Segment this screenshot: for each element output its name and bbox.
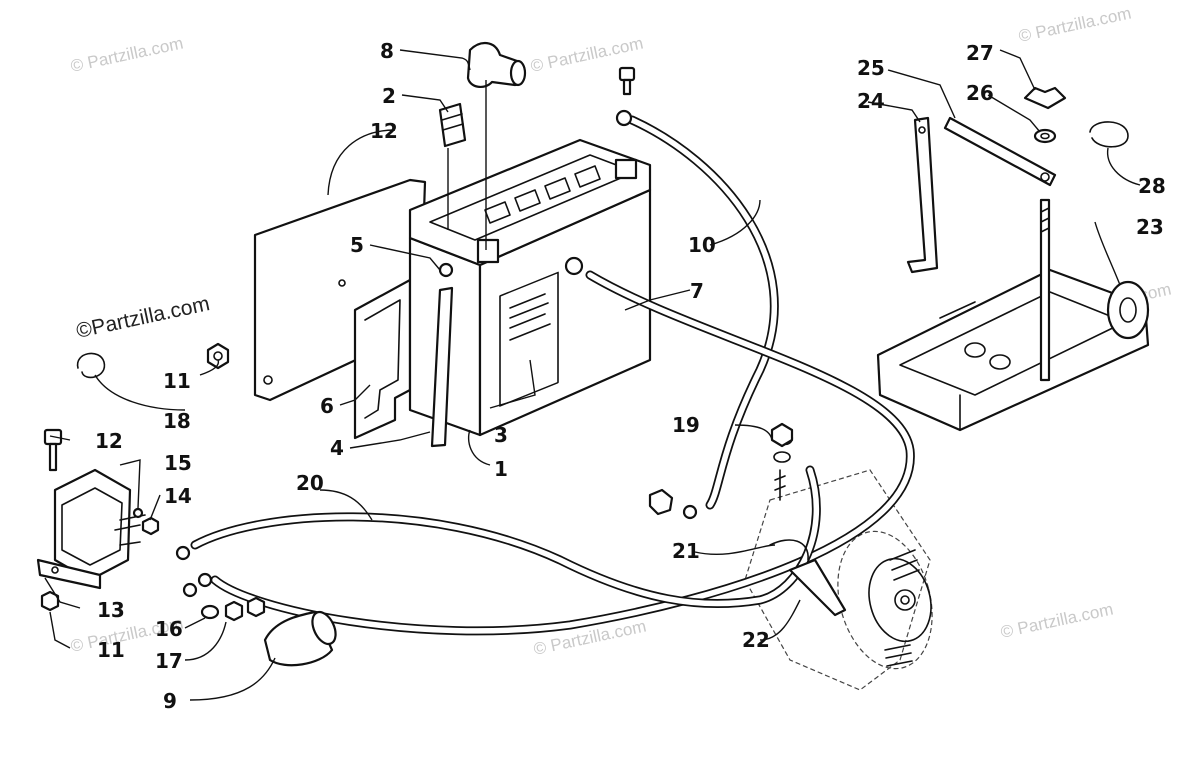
callout-9: 9 bbox=[163, 689, 177, 713]
callout-15: 14 bbox=[164, 484, 192, 508]
watermark-3: © Partzilla.com bbox=[1017, 4, 1133, 46]
nut-washer-20-drawing bbox=[648, 422, 794, 516]
cable-10-bolt-drawing bbox=[618, 66, 636, 96]
callout-18: 17 bbox=[155, 649, 183, 673]
callout-21: 20 bbox=[296, 471, 324, 495]
callout-2: 2 bbox=[382, 84, 396, 108]
callout-11-top: 11 bbox=[163, 369, 191, 393]
callout-13: 12 bbox=[95, 429, 123, 453]
callout-29: 28 bbox=[1138, 174, 1166, 198]
callout-6: 6 bbox=[320, 394, 334, 418]
callout-7: 7 bbox=[690, 279, 704, 303]
callout-24: 23 bbox=[1136, 215, 1164, 239]
callout-numbers: 8 2 12 5 6 4 3 1 7 10 11 18 20 19 21 22 … bbox=[95, 39, 1166, 713]
callout-28: 27 bbox=[966, 41, 994, 65]
callout-3: 3 bbox=[494, 423, 508, 447]
callout-22: 21 bbox=[672, 539, 700, 563]
solenoid-assembly-drawing bbox=[36, 428, 266, 622]
nut-11-and-clip-19-drawing bbox=[77, 342, 230, 379]
callout-20: 19 bbox=[672, 413, 700, 437]
callout-23: 22 bbox=[742, 628, 770, 652]
callout-14: 13 bbox=[97, 598, 125, 622]
battery-tray-drawing bbox=[876, 198, 1150, 432]
terminal-cap-9-drawing bbox=[263, 610, 337, 667]
callout-11-bottom: 11 bbox=[97, 638, 125, 662]
battery-drawing bbox=[408, 138, 652, 437]
leader-lines bbox=[44, 49, 1141, 701]
callout-27: 26 bbox=[966, 81, 994, 105]
callout-19: 18 bbox=[163, 409, 191, 433]
callout-16: 15 bbox=[164, 451, 192, 475]
callout-5: 5 bbox=[350, 233, 364, 257]
insulator-drawing bbox=[353, 278, 412, 440]
hold-down-hardware-drawing bbox=[906, 86, 1129, 274]
callout-10: 10 bbox=[688, 233, 716, 257]
callout-25: 24 bbox=[857, 89, 885, 113]
cables-drawing bbox=[175, 109, 915, 636]
watermark-inline: ©Partzilla.com bbox=[74, 292, 211, 343]
watermark-8: © Partzilla.com bbox=[999, 600, 1115, 642]
terminal-cap-drawing bbox=[466, 42, 527, 88]
callout-26: 25 bbox=[857, 56, 885, 80]
callout-8: 8 bbox=[380, 39, 394, 63]
callout-12: 12 bbox=[370, 119, 398, 143]
boot-and-tie-drawing bbox=[769, 539, 847, 617]
callout-1: 1 bbox=[494, 457, 508, 481]
vent-plug-drawing bbox=[438, 102, 467, 148]
callout-4: 4 bbox=[330, 436, 344, 460]
callout-17: 16 bbox=[155, 617, 183, 641]
starter-motor-drawing bbox=[744, 469, 933, 691]
watermark-1: © Partzilla.com bbox=[69, 34, 185, 76]
